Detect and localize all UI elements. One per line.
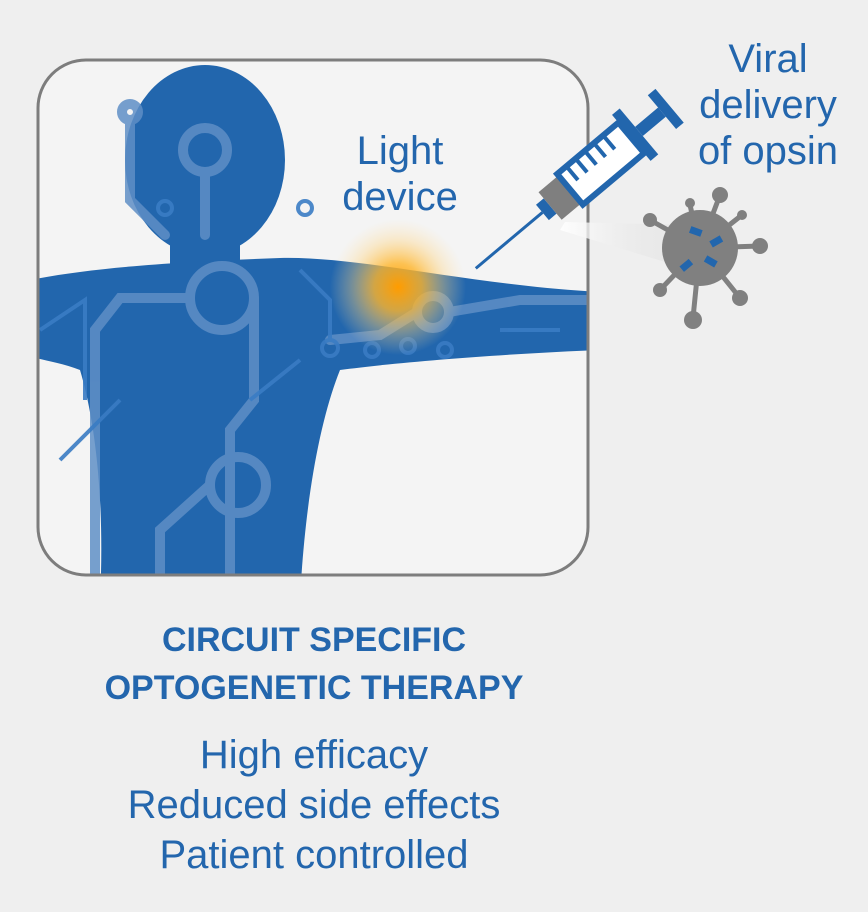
light-device-label: Light device <box>320 128 480 220</box>
viral-delivery-label-line: Viral <box>728 37 808 81</box>
virus-beam <box>560 222 690 265</box>
heading-line: CIRCUIT SPECIFIC <box>161 621 467 659</box>
panel-border <box>36 58 590 577</box>
benefit-item: High efficacy <box>199 733 429 777</box>
circuit-traces <box>90 99 588 575</box>
light-device-glow <box>330 219 466 355</box>
viral-delivery-label-line: of opsin <box>697 129 839 173</box>
light-device-label-line: Light <box>356 129 444 173</box>
benefit-item: Reduced side effects <box>127 783 501 827</box>
benefit-item: Patient controlled <box>159 833 469 877</box>
heading-line: OPTOGENETIC THERAPY <box>104 669 524 707</box>
viral-delivery-label: Viral delivery of opsin <box>668 36 868 174</box>
syringe-icon <box>474 88 684 270</box>
benefits-list: High efficacy Reduced side effects Patie… <box>0 730 628 880</box>
therapy-heading: CIRCUIT SPECIFIC OPTOGENETIC THERAPY <box>0 616 628 712</box>
viral-delivery-label-line: delivery <box>699 83 837 127</box>
therapy-illustration <box>36 58 768 577</box>
light-device-label-line: device <box>342 175 458 219</box>
opsin-fragments <box>679 226 724 272</box>
